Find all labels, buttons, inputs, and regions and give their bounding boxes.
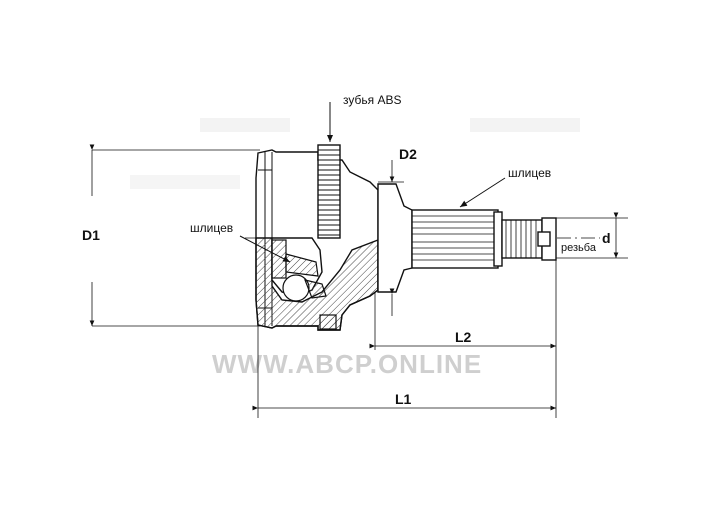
ball (282, 274, 310, 302)
abs-teeth-label: зубья ABS (343, 93, 401, 107)
inner-race-and-ball (271, 239, 327, 302)
d2-label: D2 (399, 146, 417, 162)
spline-section (411, 209, 499, 269)
splines-outer-label: шлицев (508, 166, 551, 180)
background-ghost-marks (130, 118, 580, 189)
watermark: WWW.ABCP.ONLINE (212, 349, 482, 379)
abs-tone-ring (317, 144, 341, 330)
d1-label: D1 (82, 227, 100, 243)
thread-label: резьба (561, 242, 597, 254)
thread-lines (505, 220, 537, 258)
d-label: d (602, 230, 611, 246)
l1-label: L1 (395, 391, 412, 407)
dimension-lines (89, 144, 628, 418)
spline-lines (412, 215, 494, 261)
thread-section (501, 219, 543, 259)
splines-inner-label: шлицев (190, 221, 233, 235)
leader-lines (239, 102, 506, 263)
stub-shaft (377, 183, 557, 293)
l2-label: L2 (455, 329, 472, 345)
